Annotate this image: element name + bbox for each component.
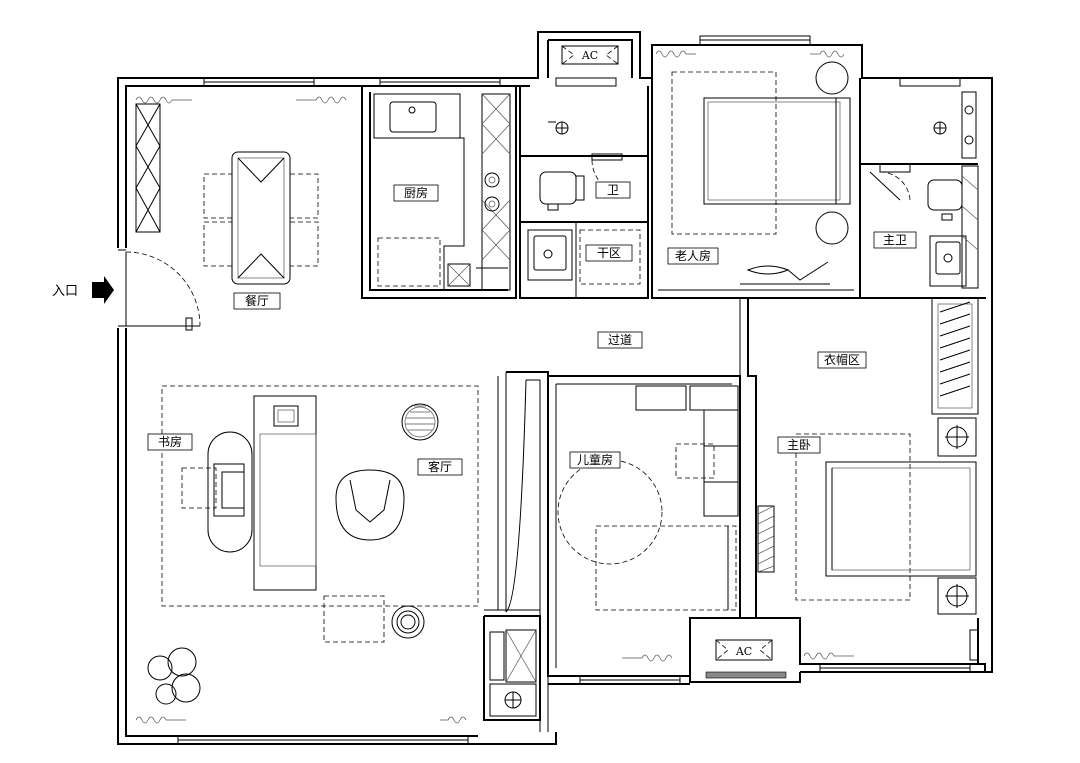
label-master-bedroom: 主卧 [777, 436, 821, 454]
entrance-arrow-icon [92, 276, 114, 304]
living-furniture [147, 385, 479, 705]
label-kids-room: 儿童房 [569, 451, 621, 469]
ac-unit-bottom: AC [715, 639, 773, 661]
dining-furniture [135, 103, 319, 285]
label-cloakroom: 衣帽区 [817, 351, 867, 369]
small-bath-fixtures [489, 629, 537, 717]
label-elder-room-text: 老人房 [675, 248, 711, 263]
label-dining: 餐厅 [233, 292, 281, 310]
label-bath-text: 卫 [607, 183, 619, 197]
master-bedroom-furniture [757, 417, 977, 615]
label-kids-room-text: 儿童房 [577, 452, 613, 467]
label-dining-text: 餐厅 [245, 293, 269, 308]
label-study-text: 书房 [158, 434, 182, 449]
label-cloakroom-text: 衣帽区 [824, 352, 860, 367]
kitchen-fixtures [373, 93, 511, 291]
label-master-bath: 主卫 [873, 231, 917, 249]
ac-unit-top: AC [561, 45, 619, 65]
label-living-text: 客厅 [428, 459, 452, 474]
label-kitchen-text: 厨房 [404, 185, 428, 200]
label-living: 客厅 [417, 458, 463, 476]
label-study: 书房 [147, 433, 193, 451]
label-kitchen: 厨房 [393, 184, 439, 202]
ac-label-top: AC [581, 49, 598, 62]
label-corridor: 过道 [597, 331, 643, 349]
master-bath-fixtures [869, 91, 979, 289]
label-corridor-text: 过道 [608, 333, 632, 347]
label-bath: 卫 [595, 181, 631, 199]
label-dry-zone-text: 干区 [597, 246, 621, 260]
entrance-label: 入口 [52, 284, 78, 299]
label-dry-zone: 干区 [585, 244, 633, 262]
label-elder-room: 老人房 [667, 247, 719, 265]
ac-label-bottom: AC [735, 645, 752, 658]
entrance-door [118, 249, 201, 331]
label-master-bath-text: 主卫 [883, 233, 907, 247]
curtains [135, 50, 854, 724]
kids-room-furniture [557, 385, 739, 611]
elder-room-furniture [671, 61, 851, 285]
cloakroom-wardrobe [931, 297, 979, 415]
label-master-bedroom-text: 主卧 [787, 438, 811, 452]
windows [177, 35, 979, 745]
